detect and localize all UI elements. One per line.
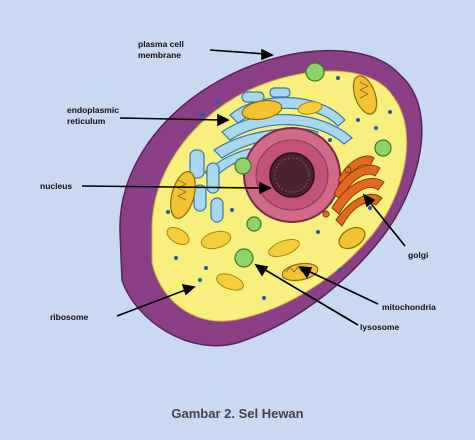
label-nucleus: nucleus bbox=[40, 181, 72, 191]
vesicles bbox=[166, 101, 323, 291]
label-plasma-membrane-line1: plasma cell bbox=[138, 39, 184, 49]
figure-caption: Gambar 2. Sel Hewan bbox=[171, 406, 304, 421]
label-er-line2: reticulum bbox=[67, 116, 106, 126]
leader-lines bbox=[81, 48, 406, 326]
golgi-apparatus bbox=[322, 155, 385, 227]
nucleolus-texture bbox=[274, 157, 310, 193]
label-er-line1: endoplasmic bbox=[67, 105, 119, 115]
nucleolus bbox=[269, 152, 315, 198]
label-ribosome: ribosome bbox=[50, 312, 89, 322]
label-lysosome: lysosome bbox=[360, 322, 399, 332]
label-golgi: golgi bbox=[408, 250, 428, 260]
lysosomes bbox=[234, 62, 392, 268]
ribosomes bbox=[166, 76, 392, 300]
label-plasma-membrane-line2: membrane bbox=[138, 50, 181, 60]
label-mitochondria: mitochondria bbox=[382, 302, 436, 312]
